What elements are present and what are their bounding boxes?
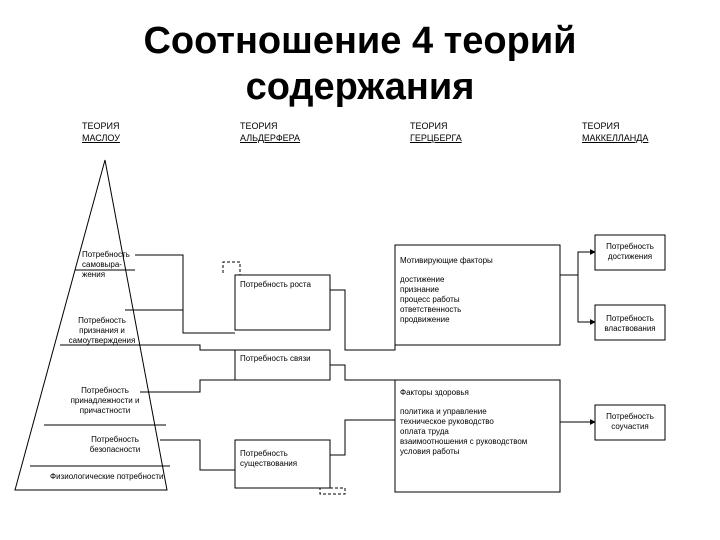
mcclelland-power-line-2: властвования: [604, 324, 656, 333]
maslow-self-actualization-line-3: жения: [82, 270, 106, 279]
connector-physiological: [160, 439, 235, 471]
herzberg-hygiene-item: условия работы: [400, 447, 460, 456]
theory-maslow-name: МАСЛОУ: [82, 133, 120, 143]
page-title: Соотношение 4 теорий содержания: [60, 18, 660, 110]
alderfer-growth-box: [234, 274, 331, 331]
maslow-recognition-line-1: Потребность: [78, 316, 126, 325]
mcclelland-power-line-1: Потребность: [606, 314, 654, 323]
mcclelland-achievement-line-2: достижения: [607, 252, 653, 261]
title-line-1: Соотношение 4 теорий: [143, 20, 577, 62]
alderfer-existence-line-2: существования: [240, 459, 298, 468]
maslow-pyramid: [14, 159, 168, 491]
herzberg-hygiene-item: политика и управление: [400, 407, 487, 416]
herzberg-hygiene-item: техническое руководство: [400, 417, 494, 426]
mcclelland-affiliation-label: Потребность соучастия: [595, 412, 665, 432]
theory-alderfer-word: ТЕОРИЯ: [240, 121, 278, 131]
herzberg-motivators-title: Мотивирующие факторы: [400, 256, 493, 265]
mcclelland-affiliation-line-1: Потребность: [606, 412, 654, 421]
theory-maslow-header: ТЕОРИЯ МАСЛОУ: [82, 120, 120, 144]
herzberg-motivators-box: [394, 244, 561, 346]
connector-safety: [140, 379, 235, 393]
theory-herzberg-header: ТЕОРИЯ ГЕРЦБЕРГА: [410, 120, 462, 144]
maslow-belonging-line-2: принадлежности и: [70, 396, 140, 405]
mcclelland-affiliation-line-2: соучастия: [611, 422, 649, 431]
connector-existence-hygiene: [330, 419, 395, 456]
herzberg-hygiene-list: политика и управление техническое руково…: [400, 407, 527, 457]
maslow-belonging-line-1: Потребность: [81, 386, 129, 395]
connector-belonging: [120, 344, 235, 351]
maslow-recognition: Потребность признания и самоутверждения: [62, 316, 142, 346]
maslow-physiological: Физиологические потребности: [50, 472, 164, 481]
herzberg-hygiene-item: оплата труда: [400, 427, 449, 436]
herzberg-hygiene-title: Факторы здоровья: [400, 388, 469, 397]
alderfer-growth-label: Потребность роста: [240, 280, 311, 289]
theory-mcclelland-word: ТЕОРИЯ: [582, 121, 620, 131]
herzberg-motivator-item: признание: [400, 285, 440, 294]
maslow-self-actualization-line-1: Потребность: [82, 250, 130, 259]
alderfer-existence-label: Потребность существования: [240, 449, 297, 469]
bracket-growth-left: [222, 261, 241, 275]
maslow-safety-line-1: Потребность: [91, 435, 139, 444]
maslow-belonging: Потребность принадлежности и причастност…: [55, 386, 155, 416]
herzberg-hygiene-item: взаимоотношения с руководством: [400, 437, 528, 446]
alderfer-existence-line-1: Потребность: [240, 449, 288, 458]
herzberg-hygiene-box: [394, 379, 561, 493]
theory-mcclelland-header: ТЕОРИЯ МАККЕЛЛАНДА: [582, 120, 648, 144]
mcclelland-achievement-line-1: Потребность: [606, 242, 654, 251]
herzberg-motivator-item: процесс работы: [400, 295, 460, 304]
alderfer-existence-box: [234, 439, 331, 489]
title-line-2: содержания: [245, 66, 475, 108]
theory-herzberg-name: ГЕРЦБЕРГА: [410, 133, 462, 143]
maslow-self-actualization: Потребность самовыра- жения: [82, 250, 130, 280]
maslow-safety: Потребность безопасности: [70, 435, 160, 455]
herzberg-motivators-list: достижение признание процесс работы отве…: [400, 275, 461, 325]
bracket-existence-right: [319, 487, 346, 495]
theory-maslow-word: ТЕОРИЯ: [82, 121, 120, 131]
connector-self-actualization: [135, 254, 235, 334]
maslow-recognition-line-3: самоутверждения: [68, 336, 136, 345]
maslow-self-actualization-line-2: самовыра-: [82, 260, 122, 269]
maslow-recognition-line-2: признания и: [79, 326, 125, 335]
mcclelland-achievement-label: Потребность достижения: [595, 242, 665, 262]
alderfer-relatedness-label: Потребность связи: [240, 354, 311, 363]
connector-motivators-achievement: [560, 249, 596, 276]
theory-mcclelland-name: МАККЕЛЛАНДА: [582, 133, 649, 143]
theory-alderfer-name: АЛЬДЕРФЕРА: [240, 133, 301, 143]
herzberg-motivator-item: достижение: [400, 275, 445, 284]
maslow-belonging-line-3: причастности: [79, 406, 131, 415]
theory-alderfer-header: ТЕОРИЯ АЛЬДЕРФЕРА: [240, 120, 300, 144]
maslow-safety-line-2: безопасности: [89, 445, 141, 454]
connector-growth-motivators: [330, 289, 396, 351]
theory-herzberg-word: ТЕОРИЯ: [410, 121, 448, 131]
connector-motivators-power: [577, 275, 596, 325]
connector-relatedness-hygiene: [330, 364, 395, 381]
herzberg-motivator-item: ответственность: [400, 305, 462, 314]
herzberg-motivator-item: продвижение: [400, 315, 450, 324]
mcclelland-power-label: Потребность властвования: [595, 314, 665, 334]
